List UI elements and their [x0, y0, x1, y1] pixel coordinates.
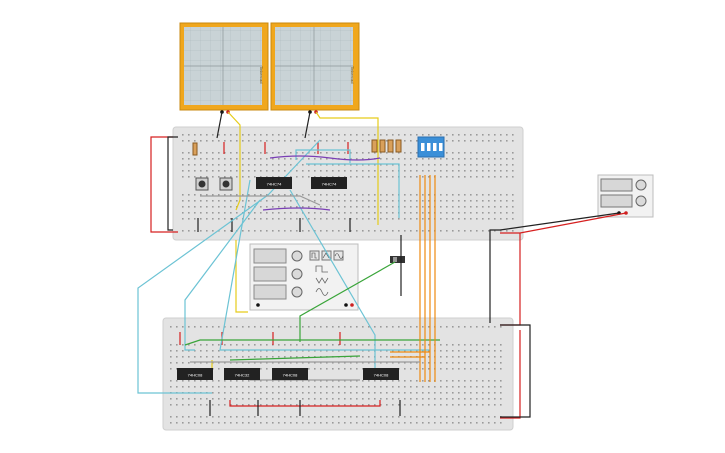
- chip-74hc08-1[interactable]: 74HC08: [177, 368, 213, 380]
- dc-power-supply[interactable]: [597, 174, 654, 218]
- chip-label: 74HC74: [322, 182, 337, 187]
- dip-switch[interactable]: [417, 136, 445, 158]
- slide-switch[interactable]: [390, 256, 405, 263]
- offset-knob[interactable]: [291, 286, 303, 298]
- oscilloscope-1[interactable]: Tinkercad: [179, 22, 269, 114]
- wires: [137, 111, 627, 419]
- current-knob[interactable]: [635, 195, 647, 207]
- triangle-wave-icon[interactable]: [321, 250, 332, 261]
- chip-label: 74HC08: [283, 373, 298, 378]
- oscilloscope-brand-label: Tinkercad: [350, 66, 355, 83]
- function-generator[interactable]: [249, 243, 359, 311]
- resistor-array[interactable]: [371, 139, 402, 153]
- push-button-1[interactable]: [195, 177, 209, 191]
- chip-label: 74HC32: [235, 373, 250, 378]
- frequency-knob[interactable]: [291, 268, 303, 280]
- push-button-2[interactable]: [219, 177, 233, 191]
- chip-74hc08-2[interactable]: 74HC08: [272, 368, 308, 380]
- voltage-knob[interactable]: [635, 179, 647, 191]
- chip-74hc74-1[interactable]: 74HC74: [256, 177, 292, 189]
- resistor[interactable]: [192, 142, 198, 156]
- chip-label: 74HC08: [188, 373, 203, 378]
- output-terminal[interactable]: [344, 303, 348, 307]
- chip-label: 74HC08: [374, 373, 389, 378]
- oscilloscope-brand-label: Tinkercad: [259, 66, 264, 83]
- output-terminal[interactable]: [350, 303, 354, 307]
- chip-74hc08-3[interactable]: 74HC08: [363, 368, 399, 380]
- chip-label: 74HC74: [267, 182, 282, 187]
- amplitude-knob[interactable]: [291, 250, 303, 262]
- chip-74hc32[interactable]: 74HC32: [224, 368, 260, 380]
- square-wave-icon[interactable]: [309, 250, 320, 261]
- breadboard-lower[interactable]: [162, 317, 514, 431]
- chip-74hc74-2[interactable]: 74HC74: [311, 177, 347, 189]
- oscilloscope-2[interactable]: Tinkercad: [270, 22, 360, 114]
